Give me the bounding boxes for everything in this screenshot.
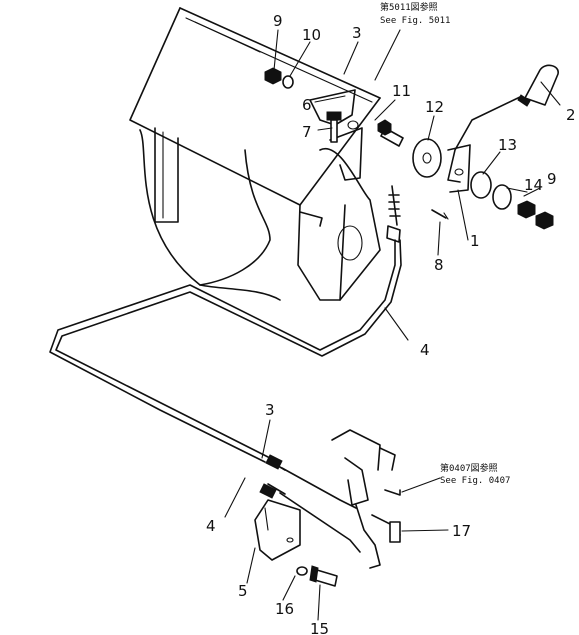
knob	[524, 64, 559, 106]
callout-1: 1	[470, 232, 480, 250]
figure-references: 第5011図参照 See Fig. 5011 第0407図参照 See Fig.…	[380, 1, 510, 486]
callout-13: 13	[498, 136, 517, 154]
callout-10: 10	[302, 26, 321, 44]
nut	[535, 211, 554, 230]
callout-numbers: 1 2 3 3 4 4 5 6 7 8 9 9 10 11 12 13 14 1…	[206, 12, 576, 635]
callout-2: 2	[566, 106, 576, 124]
leader-lines	[224, 29, 561, 621]
console-cover	[129, 7, 381, 301]
parts-upper	[264, 64, 559, 243]
callout-9: 9	[273, 12, 283, 30]
bracket	[254, 499, 301, 561]
washer	[492, 184, 512, 210]
callout-12: 12	[425, 98, 444, 116]
callout-15: 15	[310, 620, 329, 635]
reference-mid-en: See Fig. 0407	[440, 476, 510, 486]
callout-7: 7	[302, 123, 312, 141]
callout-5: 5	[238, 582, 248, 600]
reference-top-en: See Fig. 5011	[380, 16, 450, 26]
callout-4: 4	[420, 341, 430, 359]
callout-11: 11	[392, 82, 411, 100]
reference-mid-jp: 第0407図参照	[440, 462, 498, 474]
nut	[517, 200, 536, 219]
callout-6: 6	[302, 96, 312, 114]
callout-16: 16	[275, 600, 294, 618]
nut	[264, 67, 282, 85]
lever	[447, 96, 521, 183]
lower-linkage	[254, 429, 401, 587]
control-cable	[49, 239, 402, 463]
washer	[470, 171, 492, 199]
washer	[412, 138, 442, 178]
callout-14: 14	[524, 176, 543, 194]
callout-17: 17	[452, 522, 471, 540]
reference-top-jp: 第5011図参照	[380, 1, 438, 13]
callout-4: 4	[206, 517, 216, 535]
callout-3: 3	[352, 24, 362, 42]
callout-8: 8	[434, 256, 444, 274]
callout-3: 3	[265, 401, 275, 419]
callout-9: 9	[547, 170, 557, 188]
